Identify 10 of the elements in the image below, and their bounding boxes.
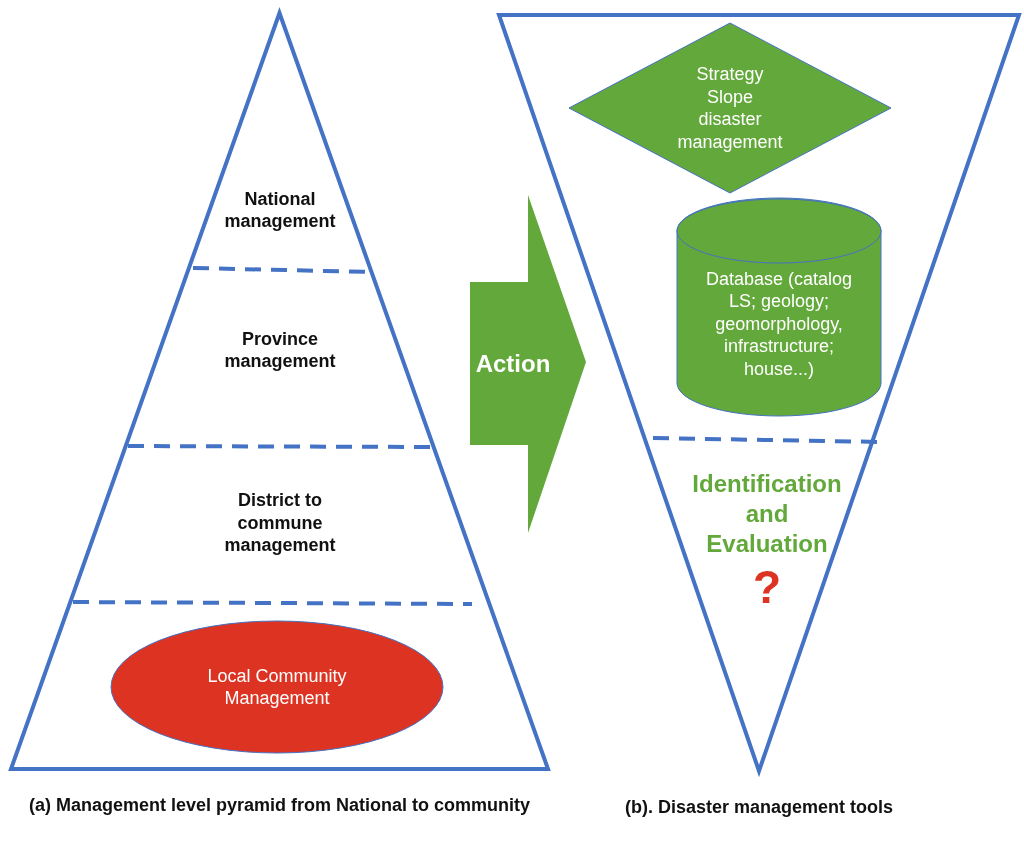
text-label: Province management	[223, 327, 337, 373]
text-label: National management	[223, 187, 337, 233]
text-label: District to commune management	[223, 489, 337, 557]
description-label: (a) Management level pyramid from National to community	[27, 794, 532, 817]
text-label: Database (catalog LS; geology; geomorphology, infrastructure; house...)	[704, 267, 854, 381]
text-label: Action	[475, 349, 551, 379]
question-mark: ?	[752, 559, 782, 615]
text-label: Identification and Evaluation	[691, 468, 843, 559]
text-label: Strategy Slope disaster management	[677, 63, 783, 153]
text-label: Local Community Management	[206, 664, 348, 710]
